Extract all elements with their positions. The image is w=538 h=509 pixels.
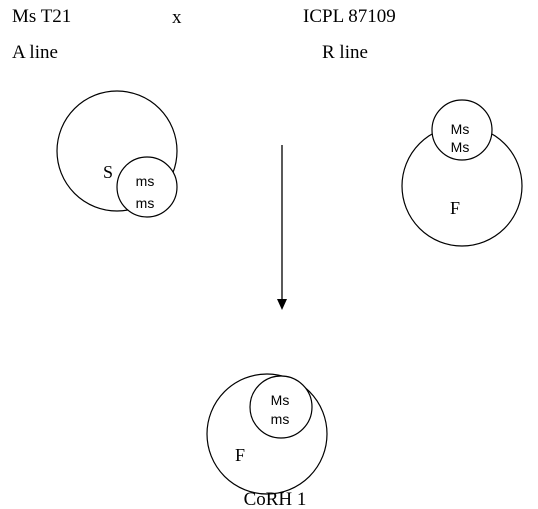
r-line-nucleus-top: Ms — [451, 121, 470, 137]
female-parent-name: Ms T21 — [12, 6, 72, 27]
hybrid-nucleus-bottom: ms — [271, 411, 290, 427]
male-line-label: R line — [322, 42, 368, 63]
hybrid-cell: Ms ms F CoRH 1 — [206, 373, 328, 509]
hybrid-cytoplasm-circle — [206, 373, 328, 495]
cross-arrow — [277, 145, 287, 310]
a-line-nucleus-bottom: ms — [136, 195, 155, 211]
a-line-nucleus-top: ms — [136, 173, 155, 189]
a-line-cell: S ms ms — [56, 90, 178, 218]
r-line-nucleus-bottom: Ms — [451, 139, 470, 155]
hybrid-cytoplasm-label: F — [235, 445, 245, 465]
male-parent-name: ICPL 87109 — [303, 6, 396, 27]
r-line-nucleus-circle — [431, 99, 493, 161]
cross-symbol: x — [172, 7, 182, 28]
female-line-label: A line — [12, 42, 58, 63]
a-line-nucleus-circle — [116, 156, 178, 218]
a-line-cytoplasm-label: S — [103, 162, 113, 182]
hybrid-nucleus-top: Ms — [271, 392, 290, 408]
r-line-cell: Ms Ms F — [401, 99, 523, 247]
r-line-cytoplasm-label: F — [450, 198, 460, 218]
hybrid-nucleus-circle — [249, 375, 313, 439]
a-line-cytoplasm-circle — [56, 90, 178, 212]
hybrid-name: CoRH 1 — [244, 489, 307, 509]
